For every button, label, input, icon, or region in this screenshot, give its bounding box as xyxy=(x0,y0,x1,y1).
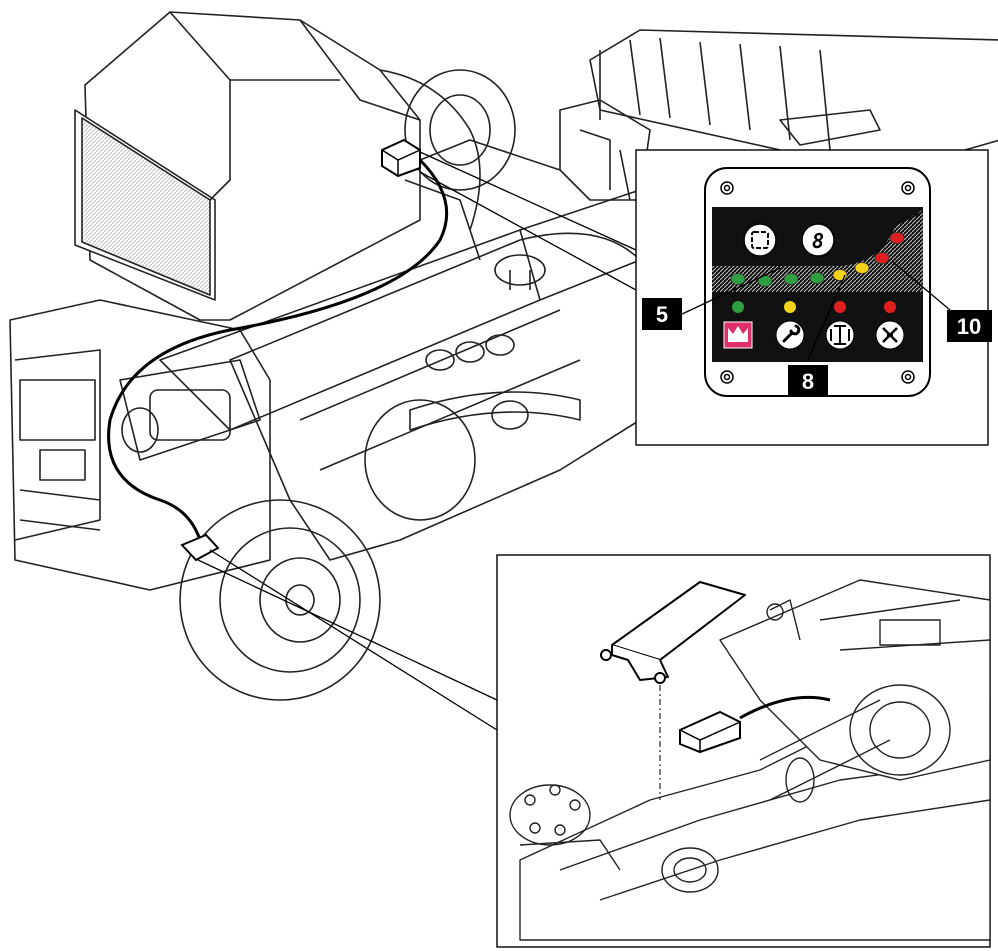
square-segment-button xyxy=(743,223,777,257)
sensor-location xyxy=(180,533,220,562)
load-sensor xyxy=(679,695,831,754)
callout-5: 5 xyxy=(642,267,781,330)
rear-wheel-top xyxy=(404,69,516,191)
load-stop-icon xyxy=(825,320,855,350)
digit-display-icon: 8 xyxy=(812,229,824,253)
sensor-cable xyxy=(107,158,449,541)
indicator-led-2 xyxy=(784,301,796,313)
indicator-led-1 xyxy=(732,301,744,313)
leader-lines xyxy=(197,151,637,731)
wrench-icon xyxy=(775,320,805,350)
bar-led-6 xyxy=(854,262,870,274)
boom xyxy=(159,139,641,431)
digit-display-button: 8 xyxy=(801,223,835,257)
indicator-row xyxy=(723,301,905,350)
bar-led-7 xyxy=(874,252,890,264)
cab xyxy=(74,11,481,321)
bar-led-4 xyxy=(809,272,825,284)
bar-led-1 xyxy=(730,273,746,285)
front-wheel xyxy=(179,499,381,701)
square-segment-icon xyxy=(751,231,769,249)
screw-holes xyxy=(720,181,915,384)
engine-hood xyxy=(229,232,641,561)
led-bar-strip xyxy=(712,210,923,292)
callout-10: 10 xyxy=(892,261,992,342)
bar-led-8 xyxy=(889,232,905,244)
bar-leds xyxy=(730,232,905,287)
callout-5-label: 5 xyxy=(656,302,668,327)
telehandler-drawing xyxy=(9,11,998,701)
bar-led-3 xyxy=(783,273,799,285)
axle-sensor-inset xyxy=(496,554,991,948)
sensor-bracket xyxy=(600,581,746,684)
machine-ok-icon xyxy=(723,321,753,349)
indicator-led-4 xyxy=(884,301,896,313)
indicator-led-3 xyxy=(834,301,846,313)
overload-cut-icon xyxy=(875,320,905,350)
callout-8: 8 xyxy=(788,274,846,397)
front-chassis xyxy=(9,299,271,591)
display-unit-box xyxy=(381,138,421,178)
callout-10-label: 10 xyxy=(957,314,981,339)
callout-8-label: 8 xyxy=(802,369,814,394)
